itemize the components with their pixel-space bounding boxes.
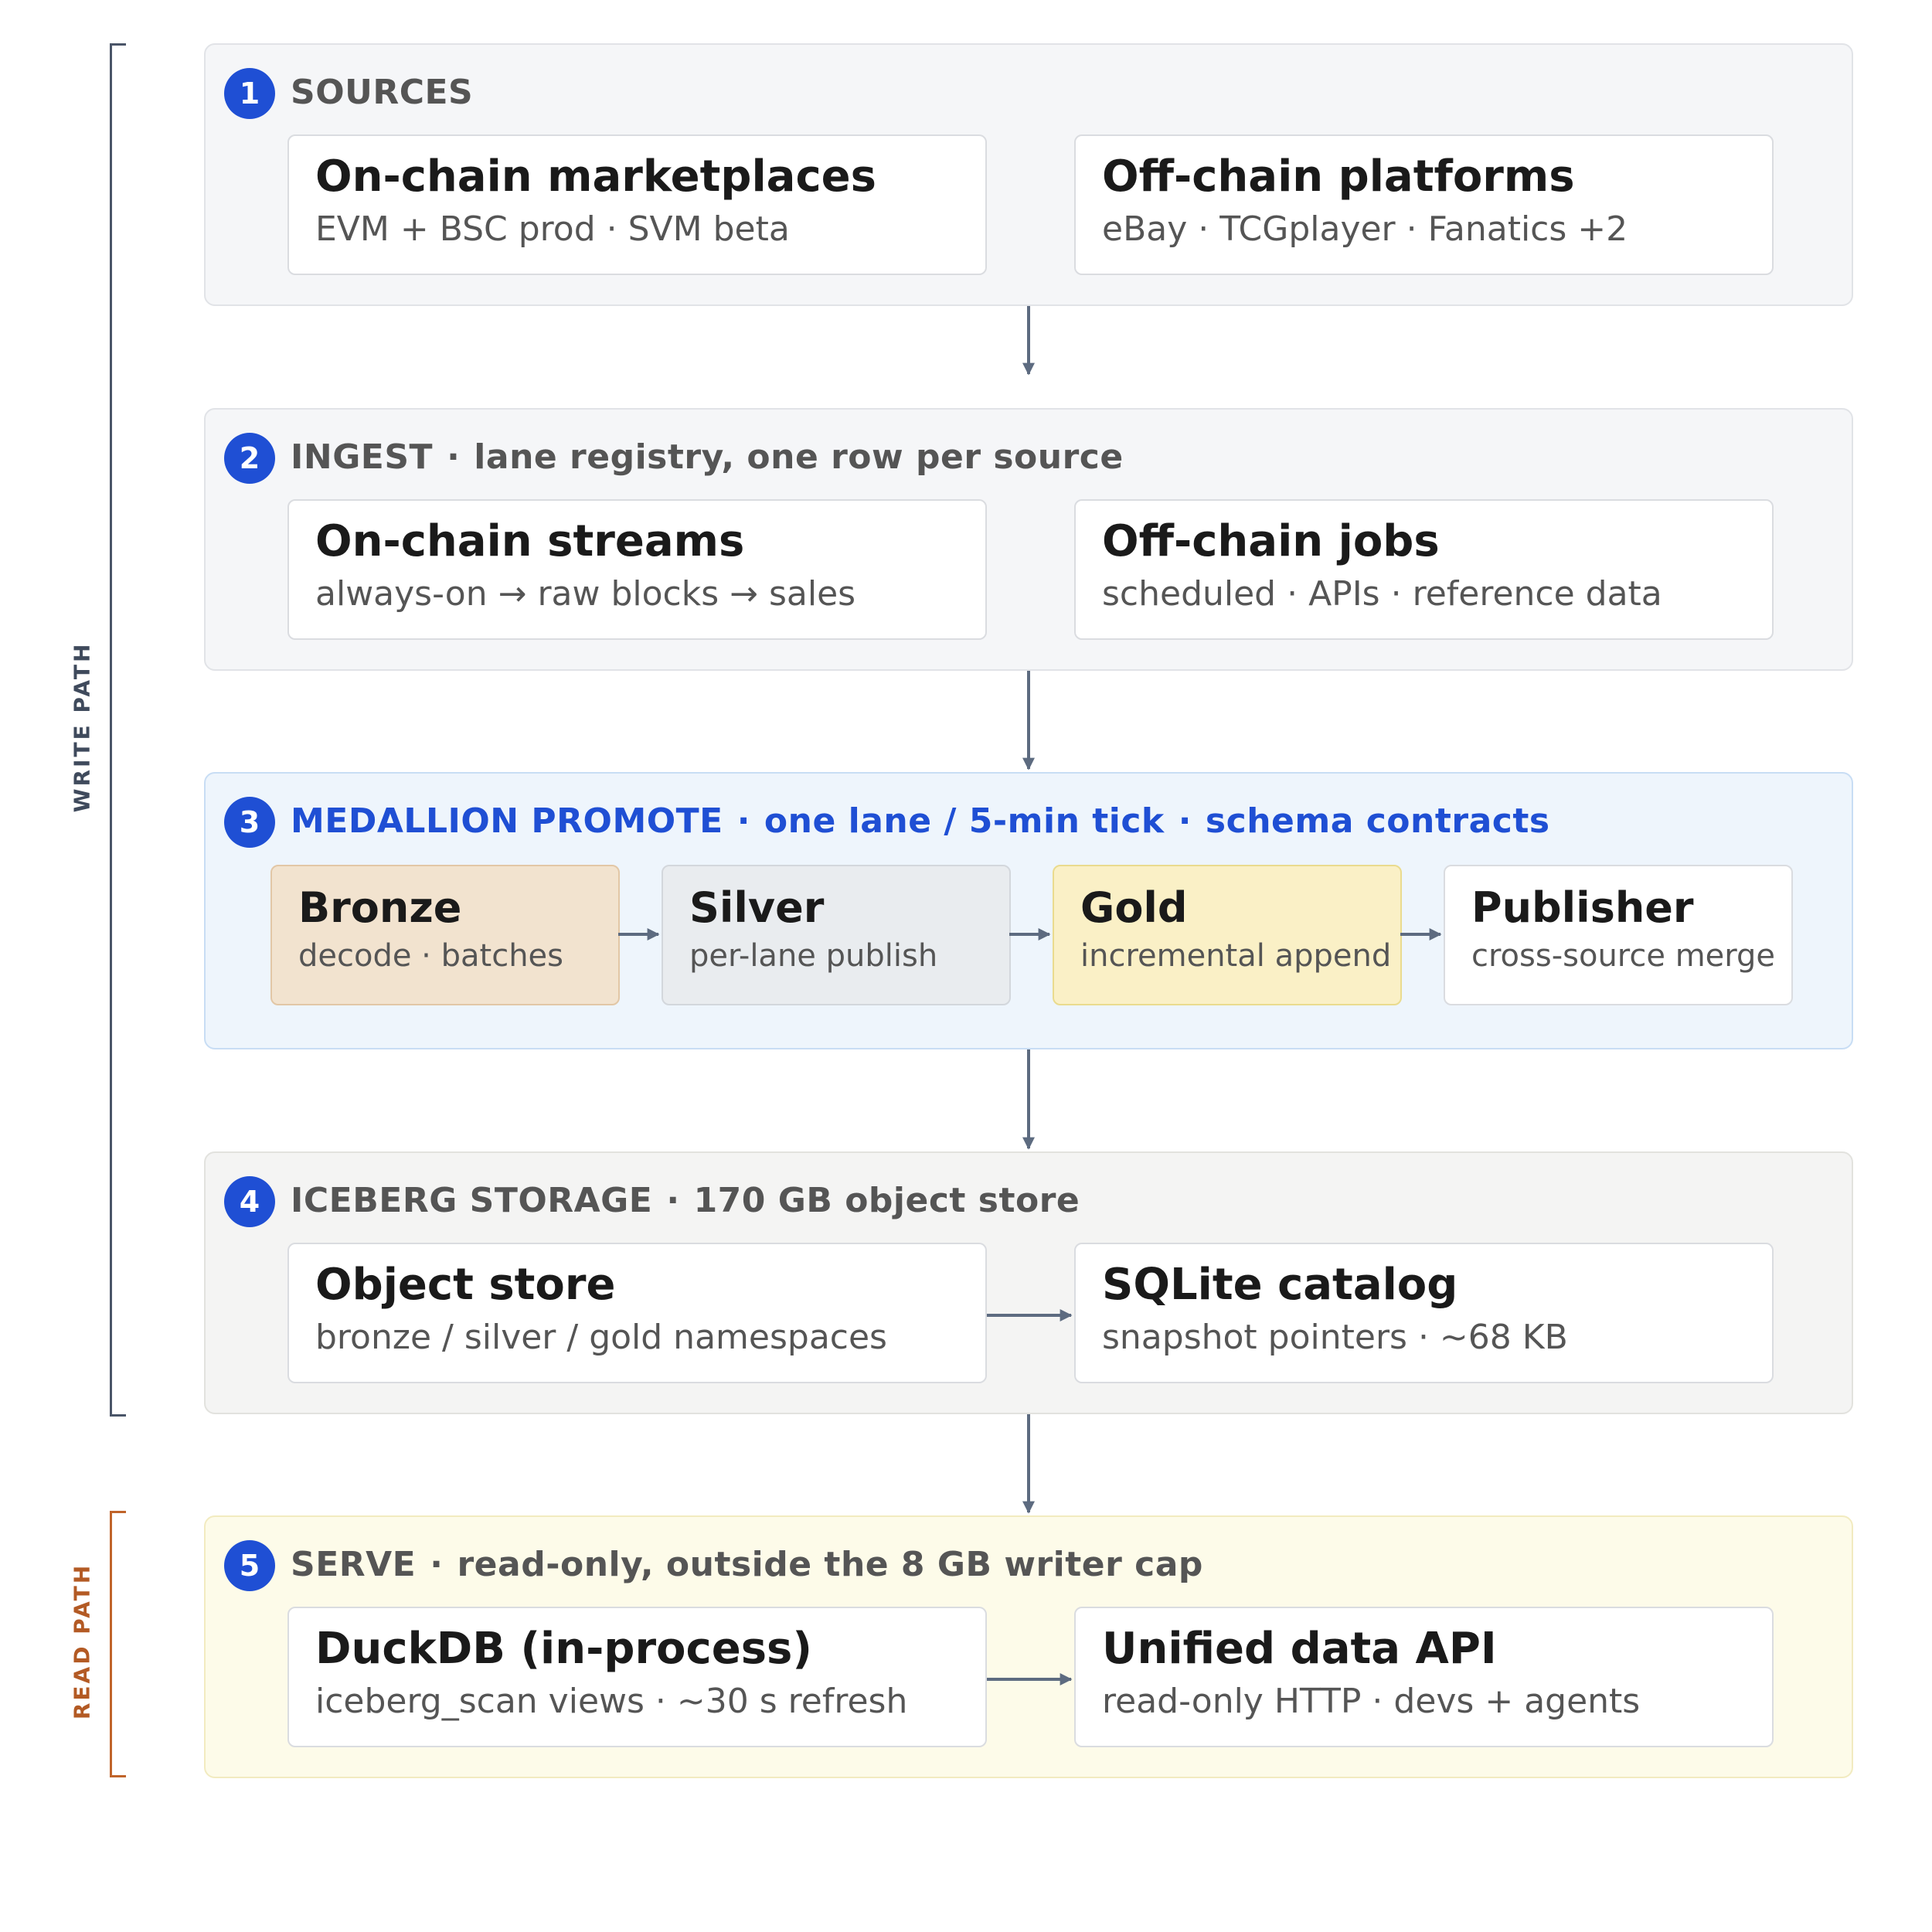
card-unified-data-api: Unified data API read-only HTTP · devs +… — [1074, 1607, 1774, 1747]
write-path-label: WRITE PATH — [69, 641, 95, 813]
card-title: Off-chain platforms — [1102, 151, 1575, 202]
tier-title: Gold — [1080, 883, 1188, 932]
stage-title: SOURCES — [291, 73, 474, 112]
card-off-chain-platforms: Off-chain platforms eBay · TCGplayer · F… — [1074, 134, 1774, 275]
card-title: SQLite catalog — [1102, 1260, 1458, 1310]
write-path-bracket — [110, 43, 126, 1417]
read-path-bracket — [110, 1511, 126, 1777]
stage-number-badge: 5 — [224, 1540, 275, 1591]
stage-heading: SERVE · read-only, outside the 8 GB writer… — [291, 1545, 1203, 1584]
card-subtitle: EVM + BSC prod · SVM beta — [315, 209, 790, 249]
tier-subtitle: decode · batches — [298, 938, 563, 974]
card-on-chain-streams: On-chain streams always-on → raw blocks … — [287, 499, 987, 640]
stage-number-badge: 4 — [224, 1176, 275, 1227]
stage-note: 170 GB object store — [693, 1181, 1080, 1220]
card-subtitle: scheduled · APIs · reference data — [1102, 574, 1662, 614]
card-subtitle: iceberg_scan views · ~30 s refresh — [315, 1682, 908, 1721]
stage-heading: MEDALLION PROMOTE · one lane / 5-min tick ·… — [291, 801, 1550, 841]
card-subtitle: snapshot pointers · ~68 KB — [1102, 1318, 1568, 1357]
card-on-chain-marketplaces: On-chain marketplaces EVM + BSC prod · S… — [287, 134, 987, 275]
card-subtitle: read-only HTTP · devs + agents — [1102, 1682, 1641, 1721]
separator-dot: · — [447, 437, 461, 477]
card-title: On-chain streams — [315, 516, 745, 566]
stage-serve: 5 SERVE · read-only, outside the 8 GB writ… — [204, 1515, 1853, 1778]
card-title: Object store — [315, 1260, 616, 1310]
separator-dot: · — [736, 801, 750, 841]
card-off-chain-jobs: Off-chain jobs scheduled · APIs · refere… — [1074, 499, 1774, 640]
card-subtitle: always-on → raw blocks → sales — [315, 574, 856, 614]
stage-heading: SOURCES — [291, 73, 473, 112]
card-subtitle: bronze / silver / gold namespaces — [315, 1318, 887, 1357]
card-title: Off-chain jobs — [1102, 516, 1440, 566]
stage-note-secondary: schema contracts — [1205, 801, 1550, 841]
stage-title: SERVE — [291, 1545, 417, 1584]
card-object-store: Object store bronze / silver / gold name… — [287, 1243, 987, 1383]
tier-silver: Silver per-lane publish — [662, 865, 1011, 1005]
stage-title: MEDALLION PROMOTE — [291, 801, 723, 841]
stage-title: ICEBERG STORAGE — [291, 1181, 653, 1220]
stage-ingest: 2 INGEST · lane registry, one row per sour… — [204, 408, 1853, 671]
stage-title: INGEST — [291, 437, 434, 477]
stage-number-badge: 2 — [224, 433, 275, 484]
tier-subtitle: per-lane publish — [689, 938, 938, 974]
tier-subtitle: cross-source merge — [1471, 938, 1776, 974]
tier-bronze: Bronze decode · batches — [270, 865, 620, 1005]
tier-publisher: Publisher cross-source merge — [1444, 865, 1793, 1005]
card-duckdb: DuckDB (in-process) iceberg_scan views ·… — [287, 1607, 987, 1747]
card-title: DuckDB (in-process) — [315, 1624, 812, 1674]
stage-note: one lane / 5-min tick — [764, 801, 1165, 841]
stage-heading: ICEBERG STORAGE · 170 GB object store — [291, 1181, 1080, 1220]
separator-dot: · — [430, 1545, 444, 1584]
card-title: On-chain marketplaces — [315, 151, 876, 202]
separator-dot: · — [666, 1181, 680, 1220]
tier-gold: Gold incremental append — [1053, 865, 1402, 1005]
stage-iceberg-storage: 4 ICEBERG STORAGE · 170 GB object store Ob… — [204, 1151, 1853, 1414]
stage-sources: 1 SOURCES On-chain marketplaces EVM + BS… — [204, 43, 1853, 306]
separator-dot: · — [1178, 801, 1192, 841]
card-sqlite-catalog: SQLite catalog snapshot pointers · ~68 K… — [1074, 1243, 1774, 1383]
tier-subtitle: incremental append — [1080, 938, 1392, 974]
stage-medallion-promote: 3 MEDALLION PROMOTE · one lane / 5-min tic… — [204, 772, 1853, 1049]
tier-title: Bronze — [298, 883, 462, 932]
stage-note: lane registry, one row per source — [474, 437, 1124, 477]
stage-number-badge: 3 — [224, 797, 275, 848]
card-title: Unified data API — [1102, 1624, 1497, 1674]
stage-number-badge: 1 — [224, 68, 275, 119]
stage-heading: INGEST · lane registry, one row per source — [291, 437, 1124, 477]
tier-title: Publisher — [1471, 883, 1694, 932]
stage-note: read-only, outside the 8 GB writer cap — [457, 1545, 1203, 1584]
card-subtitle: eBay · TCGplayer · Fanatics +2 — [1102, 209, 1628, 249]
tier-title: Silver — [689, 883, 825, 932]
read-path-label: READ PATH — [69, 1563, 95, 1720]
